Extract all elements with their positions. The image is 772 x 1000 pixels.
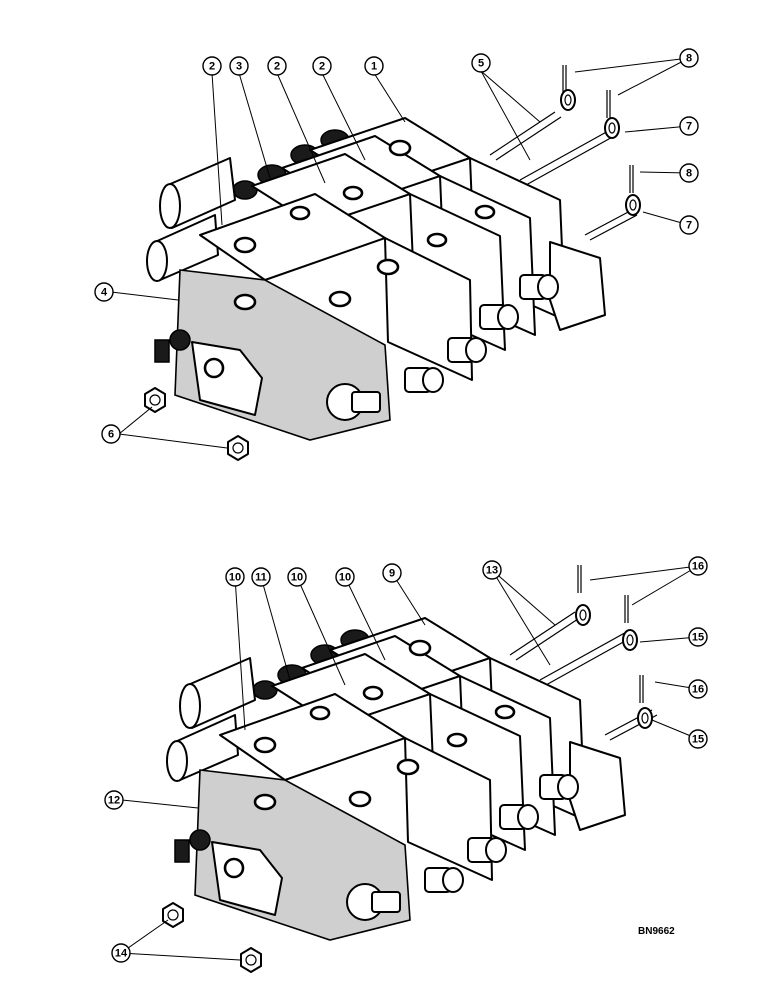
cotter-pin-part [562, 64, 567, 94]
nut-part [227, 435, 249, 461]
callout-label: 15 [692, 734, 704, 746]
callout-label: 10 [291, 572, 303, 584]
washer-part [604, 117, 620, 139]
nut-part [240, 947, 262, 973]
callout-16: 16 [688, 679, 708, 699]
callout-16: 16 [688, 556, 708, 576]
callout-10: 10 [225, 567, 245, 587]
callout-label: 10 [229, 572, 241, 584]
washer-part [560, 89, 576, 111]
cotter-pin-part [639, 674, 644, 704]
cotter-pin-part [606, 89, 611, 119]
callout-12: 12 [104, 790, 124, 810]
callout-label: 16 [692, 684, 704, 696]
callout-label: 2 [319, 61, 325, 73]
callout-label: 6 [108, 429, 114, 441]
callout-label: 11 [255, 572, 267, 584]
callout-15: 15 [688, 729, 708, 749]
callout-7: 7 [679, 116, 699, 136]
callout-label: 7 [686, 220, 692, 232]
callout-1: 1 [364, 56, 384, 76]
callout-3: 3 [229, 56, 249, 76]
nut-part [162, 902, 184, 928]
callout-label: 2 [209, 61, 215, 73]
washer-part [575, 604, 591, 626]
washer-part [625, 194, 641, 216]
callout-10: 10 [335, 567, 355, 587]
leader-lines-bottom [120, 565, 699, 961]
callout-15: 15 [688, 627, 708, 647]
callout-label: 1 [371, 61, 377, 73]
callout-6: 6 [101, 424, 121, 444]
callout-label: 8 [686, 53, 692, 65]
washer-part [637, 707, 653, 729]
callout-label: 5 [478, 58, 484, 70]
top-valve-assembly [144, 64, 641, 461]
bottom-valve-assembly [162, 564, 659, 973]
callout-2: 2 [202, 56, 222, 76]
callout-label: 14 [115, 948, 128, 960]
washer-part [622, 629, 638, 651]
callout-13: 13 [482, 560, 502, 580]
callout-9: 9 [382, 563, 402, 583]
callout-label: 12 [108, 795, 120, 807]
callout-11: 11 [251, 567, 271, 587]
callout-8: 8 [679, 48, 699, 68]
cotter-pin-part [629, 164, 634, 194]
nut-part [144, 387, 166, 413]
drawing-code: BN9662 [638, 926, 675, 937]
callout-label: 2 [274, 61, 280, 73]
callout-label: 8 [686, 168, 692, 180]
callout-8: 8 [679, 163, 699, 183]
callout-7: 7 [679, 215, 699, 235]
cotter-pin-part [577, 564, 582, 594]
callout-14: 14 [111, 943, 131, 963]
callout-label: 13 [486, 565, 498, 577]
leader-lines-top [110, 57, 690, 449]
cotter-pin-part [624, 594, 629, 624]
callout-label: 16 [692, 561, 704, 573]
callout-2: 2 [267, 56, 287, 76]
callout-label: 4 [101, 287, 108, 299]
callout-label: 3 [236, 61, 242, 73]
callout-2: 2 [312, 56, 332, 76]
callout-4: 4 [94, 282, 114, 302]
callout-label: 7 [686, 121, 692, 133]
callout-10: 10 [287, 567, 307, 587]
callout-5: 5 [471, 53, 491, 73]
callout-label: 9 [389, 568, 395, 580]
callout-label: 10 [339, 572, 351, 584]
callout-label: 15 [692, 632, 704, 644]
